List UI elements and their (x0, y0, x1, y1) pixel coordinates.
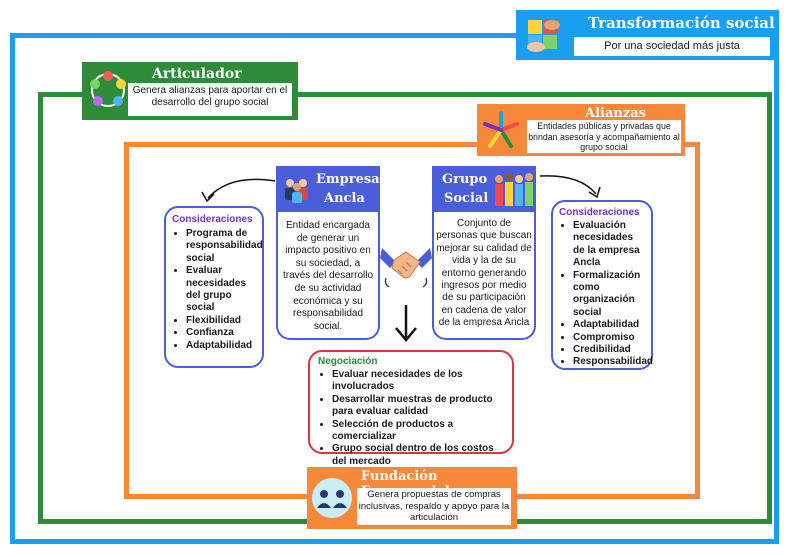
list-item: Evaluar necesidades de los involucrados (332, 369, 506, 394)
grupo-title-line1: Grupo (442, 172, 488, 187)
star-people-icon (481, 110, 521, 150)
grupo-title-line2: Social (444, 191, 489, 206)
empresa-description: Entidad encargada de generar un impacto … (282, 220, 374, 332)
list-item: Evaluación necesidades de la empresa Anc… (573, 220, 647, 270)
negociacion-card: Negociación Evaluar necesidades de los i… (308, 350, 514, 467)
ring-of-people-icon (88, 70, 128, 110)
list-item: Formalización como organización social (573, 270, 647, 320)
grupo-description: Conjunto de personas que buscan mejorar … (436, 218, 532, 329)
empresa-card: Entidad encargada de generar un impacto … (276, 212, 380, 340)
handshake-icon (380, 240, 432, 290)
consideraciones-right-card: Consideraciones Evaluación necesidades d… (551, 200, 653, 370)
list-item: Compromiso (573, 332, 647, 344)
list-item: Desarrollar muestras de producto para ev… (332, 394, 506, 419)
list-item: Programa de responsabilidad social (186, 228, 263, 265)
crowd-icon (492, 169, 536, 211)
consideraciones-right-list: Evaluación necesidades de la empresa Anc… (559, 220, 653, 369)
consideraciones-right-title: Consideraciones (559, 207, 640, 218)
list-item: Flexibilidad (186, 315, 258, 327)
business-team-icon (281, 174, 313, 204)
list-item: Adaptabilidad (186, 340, 258, 352)
consideraciones-left-list: Programa de responsabilidad social Evalu… (172, 228, 263, 352)
grupo-header: Grupo Social (432, 166, 536, 212)
list-item: Selección de productos a comercializar (332, 419, 506, 444)
list-item: Confianza (186, 327, 258, 339)
transformacion-header: Transformación social Por una sociedad m… (516, 10, 779, 60)
articulador-description: Genera alianzas para aportar en el desar… (128, 83, 292, 116)
consideraciones-left-title: Consideraciones (172, 214, 253, 225)
alianzas-header: Alianzas Entidades públicas y privadas q… (477, 104, 685, 156)
puzzle-hands-icon (522, 14, 564, 56)
list-item: Adaptabilidad (573, 319, 647, 331)
list-item: Evaluar necesidades del grupo social (186, 265, 258, 315)
negociacion-title: Negociación (318, 356, 378, 367)
alianzas-title: Alianzas (585, 106, 646, 121)
articulador-header: Articulador Neutral Genera alianzas para… (82, 62, 298, 120)
alianzas-description: Entidades públicas y privadas que brinda… (527, 120, 681, 153)
transformacion-title: Transformación social (588, 14, 775, 32)
transformacion-frame (10, 33, 779, 544)
empresa-header: Empresa Ancla (276, 166, 380, 212)
list-item: Responsabilidad (573, 356, 653, 368)
consideraciones-left-card: Consideraciones Programa de responsabili… (164, 206, 264, 368)
grupo-card: Conjunto de personas que buscan mejorar … (432, 212, 536, 340)
list-item: Credibilidad (573, 344, 647, 356)
foundation-people-icon (311, 477, 353, 519)
list-item: Grupo social dentro de los costos del me… (332, 443, 506, 468)
negociacion-list: Evaluar necesidades de los involucrados … (318, 369, 506, 468)
fundacion-header: Fundación Empresarial Genera propuestas … (307, 467, 517, 529)
transformacion-subtitle: Por una sociedad más justa (574, 37, 770, 56)
fundacion-description: Genera propuestas de compras inclusivas,… (357, 488, 511, 525)
empresa-title-line1: Empresa (316, 172, 380, 187)
empresa-title-line2: Ancla (324, 191, 365, 206)
